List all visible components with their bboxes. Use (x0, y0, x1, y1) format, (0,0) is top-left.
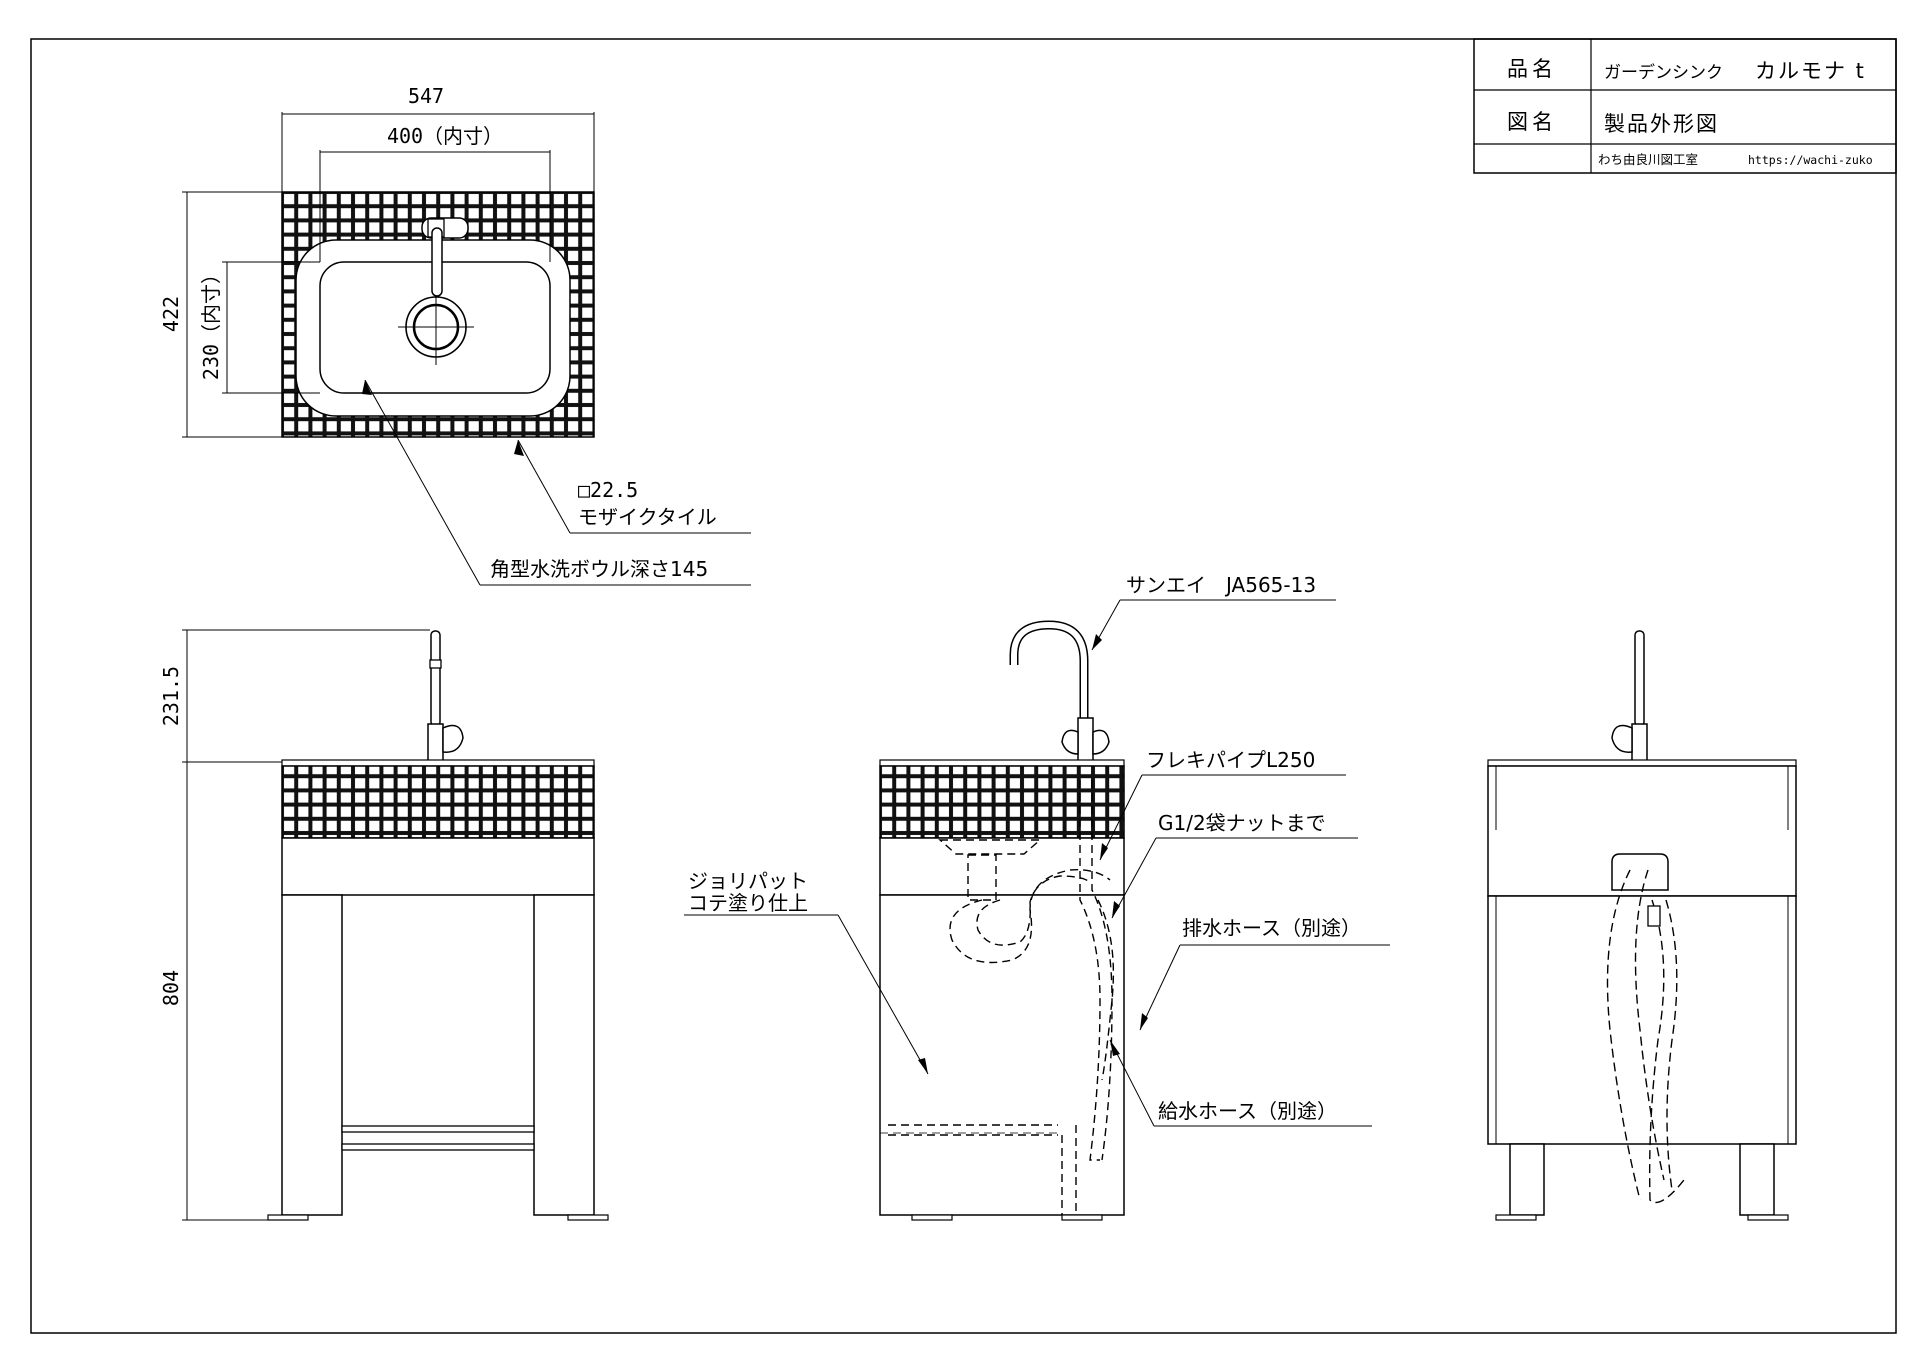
tile-name-label: モザイクタイル (578, 505, 717, 529)
maker-url: https://wachi-zuko (1748, 153, 1873, 167)
rear-view (1487, 630, 1797, 1221)
bowl-label: 角型水洗ボウル深さ145 (490, 557, 708, 581)
dim-overall-depth: 422 (159, 296, 183, 332)
dim-body-height: 804 (159, 970, 183, 1006)
plaster-label-1: ジョリパット (688, 869, 808, 893)
drawing-label: 図名 (1507, 110, 1557, 134)
dim-inner-depth: 230（内寸） (199, 264, 223, 380)
section-callouts: サンエイ JA565-13 フレキパイプL250 G1/2袋ナットまで 排水ホー… (684, 573, 1390, 1127)
dim-overall-width: 547 (408, 84, 444, 108)
tile-size-label: □22.5 (578, 478, 638, 502)
product-value-a: ガーデンシンク (1604, 62, 1723, 83)
section-view (879, 620, 1125, 1221)
maker-name: わち由良川図工室 (1598, 152, 1698, 167)
front-view: 231.5 804 (159, 629, 609, 1221)
plan-callouts: □22.5 モザイクタイル 角型水洗ボウル深さ145 (362, 379, 751, 586)
nut-label: G1/2袋ナットまで (1158, 811, 1326, 835)
drawing-value: 製品外形図 (1604, 112, 1719, 136)
plaster-label-2: コテ塗り仕上 (688, 891, 808, 915)
flex-pipe-label: フレキパイプL250 (1146, 748, 1315, 772)
title-block: 品名 ガーデンシンク カルモナ t 図名 製品外形図 わち由良川図工室 http… (1473, 38, 1897, 174)
plan-view: 547 400（内寸） 422 230（内寸） (159, 84, 595, 438)
faucet-model-label: サンエイ JA565-13 (1126, 573, 1316, 597)
dim-inner-width: 400（内寸） (387, 124, 503, 148)
supply-hose-label: 給水ホース（別途） (1158, 1099, 1337, 1123)
sheet-border (30, 38, 1897, 1334)
drain-hose-label: 排水ホース（別途） (1182, 916, 1361, 940)
dim-faucet-height: 231.5 (159, 666, 183, 726)
product-value-b: カルモナ t (1755, 59, 1866, 83)
product-label: 品名 (1507, 57, 1557, 81)
